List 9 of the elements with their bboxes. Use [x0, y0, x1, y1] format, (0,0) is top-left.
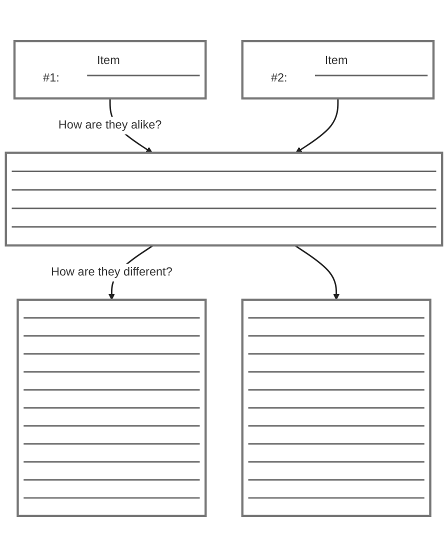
node-box: Item #1:: [13, 40, 207, 100]
node-box: Item #2:: [241, 40, 435, 100]
arrow: [294, 244, 340, 300]
edge-label: How are they different?: [50, 266, 172, 278]
node-box: [4, 152, 444, 247]
edge-label: How are they alike?: [58, 118, 162, 132]
node-box: [16, 298, 207, 518]
node-box: [241, 298, 432, 518]
arrow: [296, 98, 339, 154]
